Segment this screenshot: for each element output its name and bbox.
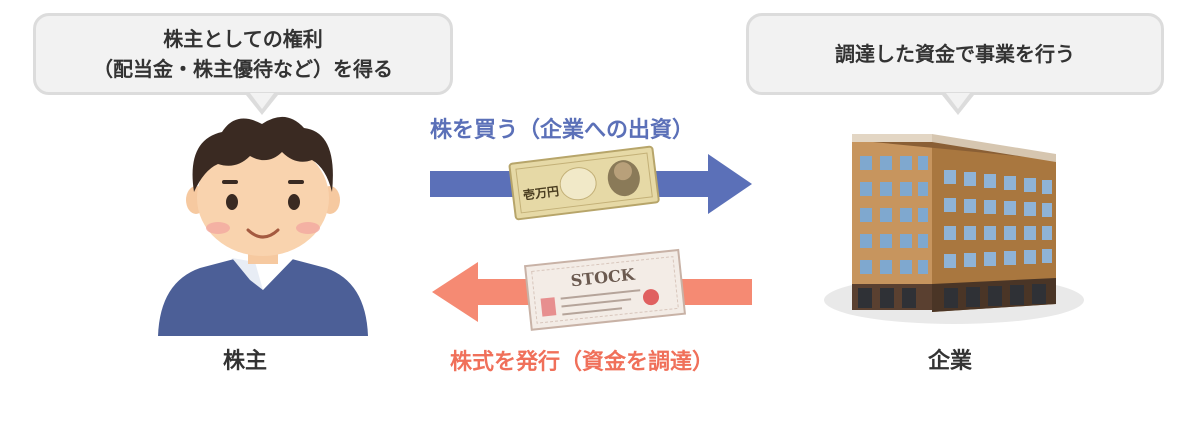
buy-stock-label: 株を買う（企業への出資）	[430, 118, 695, 143]
stock-certificate-icon: STOCK	[523, 248, 687, 331]
company-building-icon	[824, 134, 1084, 324]
company-business-text: 調達した資金で事業を行う	[835, 42, 1075, 66]
shareholder-icon	[158, 116, 368, 336]
banknote-label: 壱万円	[522, 183, 560, 202]
shareholder-rights-line2: （配当金・株主優待など）を得る	[93, 57, 393, 81]
banknote-icon: 壱万円	[508, 145, 660, 221]
shareholder-label: 株主	[222, 349, 267, 374]
company-business-bubble: 調達した資金で事業を行う	[746, 13, 1164, 115]
shareholder-rights-bubble: 株主としての権利 （配当金・株主優待など）を得る	[33, 13, 453, 115]
shareholder-rights-line1: 株主としての権利	[163, 27, 323, 51]
issue-stock-label: 株式を発行（資金を調達）	[450, 350, 715, 375]
company-label: 企業	[927, 349, 972, 374]
